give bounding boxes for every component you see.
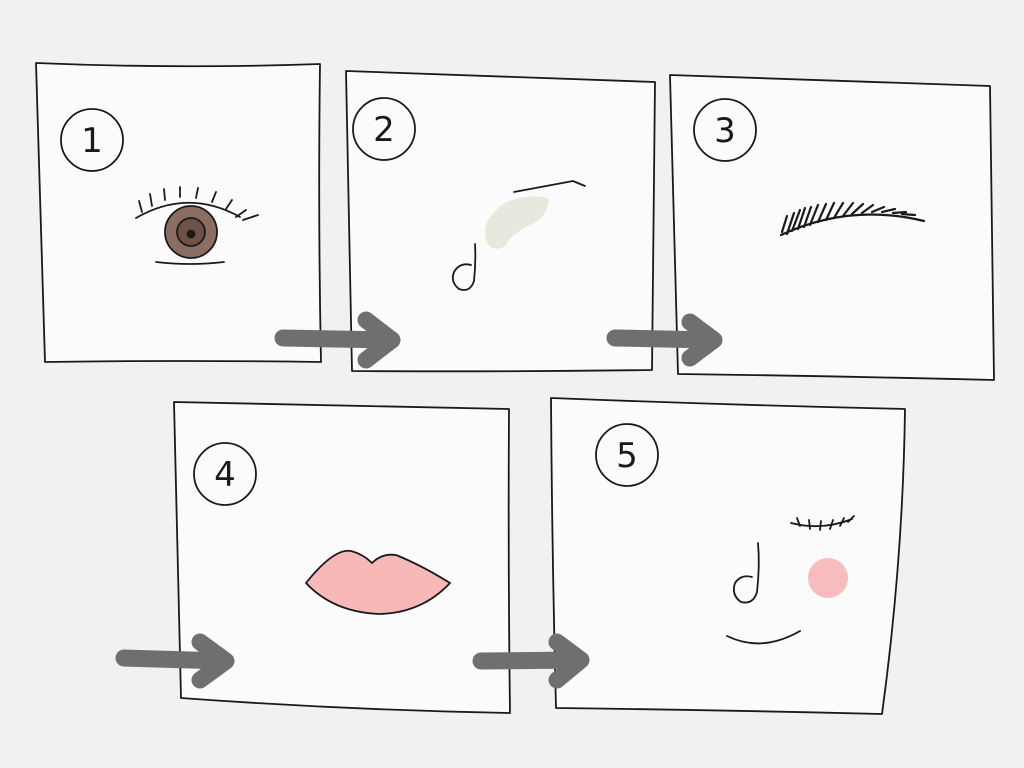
arrow-4-to-5 <box>472 633 590 689</box>
eyebrow-icon <box>779 201 926 237</box>
step-number-circle-4 <box>193 442 257 506</box>
eyebrow-line-icon <box>513 180 586 193</box>
arrow-2-to-3 <box>606 313 723 367</box>
highlight-icon <box>485 196 549 249</box>
arrow-1-to-2 <box>274 311 401 369</box>
smile-icon <box>726 630 801 645</box>
panel-4: 4 <box>173 401 511 714</box>
nose-icon <box>732 542 760 604</box>
panel-1: 1 <box>35 62 322 363</box>
panel-3-frame <box>669 74 995 381</box>
step-number-4: 4 <box>214 455 236 495</box>
nose-icon <box>451 243 477 291</box>
arrow-3-to-4 <box>115 633 235 689</box>
step-number-5: 5 <box>616 436 638 476</box>
panel-5: 5 <box>550 397 906 715</box>
step-number-1: 1 <box>81 121 103 161</box>
step-number-circle-3 <box>693 98 757 162</box>
panel-5-frame <box>550 397 906 715</box>
blush-icon <box>808 558 848 598</box>
lips-icon <box>305 549 451 615</box>
eye-icon <box>135 186 259 265</box>
step-number-circle-2 <box>352 97 416 161</box>
step-number-2: 2 <box>373 110 395 150</box>
panel-3: 3 <box>669 74 995 381</box>
panel-2: 2 <box>345 70 656 373</box>
step-number-circle-5 <box>595 423 659 487</box>
step-number-3: 3 <box>714 111 736 151</box>
step-number-circle-1 <box>60 108 124 172</box>
closed-eye-icon <box>790 515 855 531</box>
